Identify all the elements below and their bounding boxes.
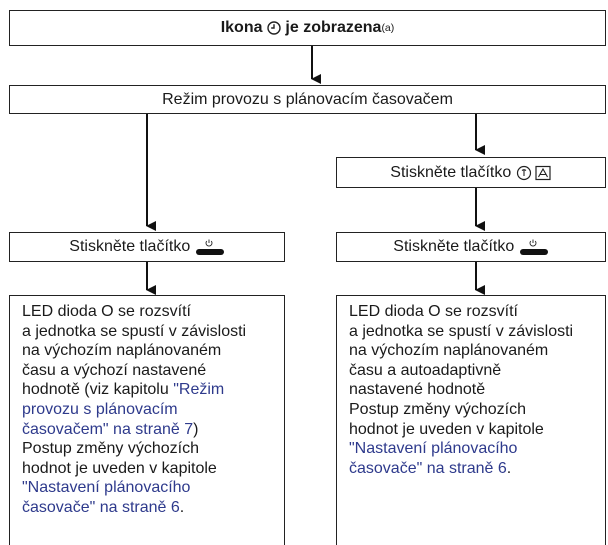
right-result-line: na výchozím naplánovaném [349,342,549,360]
left-result-line: Postup změny výchozích [22,440,199,458]
top-box-pre: Ikona [220,19,263,36]
link-rezim-provozu[interactable]: "Režim [173,381,225,399]
top-box-footnote: (a) [381,22,395,34]
right-result-line: nastavené hodnotě [349,381,486,399]
top-box-post: je zobrazena [285,19,382,36]
left-result-period: . [179,498,185,516]
mode-box-label: Režim provozu s plánovacím časovačem [162,90,453,108]
top-box: Ikona je zobrazena (a) [9,10,606,46]
left-result-line: a jednotka se spustí v závislosti [22,322,247,340]
left-result-line: hodnotě (viz kapitolu [22,381,174,399]
power-button-icon [519,239,548,255]
link-nastaveni-casovace[interactable]: "Nastavení plánovacího [22,479,191,497]
right-result-line: času a autoadaptivně [349,361,502,379]
left-result-box: LED dioda O se rozsvítí a jednotka se sp… [9,295,285,545]
left-result-line: LED dioda O se rozsvítí [22,303,191,320]
left-result-line: času a výchozí nastavené [22,361,207,379]
left-result-line: hodnot je uveden v kapitole [22,459,217,477]
power-button-icon [195,239,224,255]
link-nastaveni-casovace[interactable]: "Nastavení plánovacího [349,440,518,458]
left-result-line: na výchozím naplánovaném [22,342,222,360]
right-press-power-label: Stiskněte tlačítko [393,238,515,255]
left-press-power-label: Stiskněte tlačítko [69,238,191,255]
right-press-mode-box: Stiskněte tlačítko [336,157,606,188]
link-rezim-provozu[interactable]: časovačem" na straně 7 [22,420,194,438]
right-result-box: LED dioda O se rozsvítí a jednotka se sp… [336,295,606,545]
mode-button-icon [516,165,551,180]
right-press-mode-label: Stiskněte tlačítko [390,163,512,181]
link-nastaveni-casovace[interactable]: časovače" na straně 6 [349,459,507,477]
left-result-paren: ) [193,420,199,438]
right-result-line: a jednotka se spustí v závislosti [349,322,574,340]
link-rezim-provozu[interactable]: provozu s plánovacím [22,400,178,418]
right-result-period: . [506,459,512,477]
right-result-line: LED dioda O se rozsvítí [349,303,518,320]
left-press-power-box: Stiskněte tlačítko [9,232,285,262]
right-result-line: Postup změny výchozích [349,400,526,418]
link-nastaveni-casovace[interactable]: časovače" na straně 6 [22,498,180,516]
right-result-line: hodnot je uveden v kapitole [349,420,544,438]
clock-icon [267,21,281,35]
mode-box: Režim provozu s plánovacím časovačem [9,85,606,114]
right-press-power-box: Stiskněte tlačítko [336,232,606,262]
